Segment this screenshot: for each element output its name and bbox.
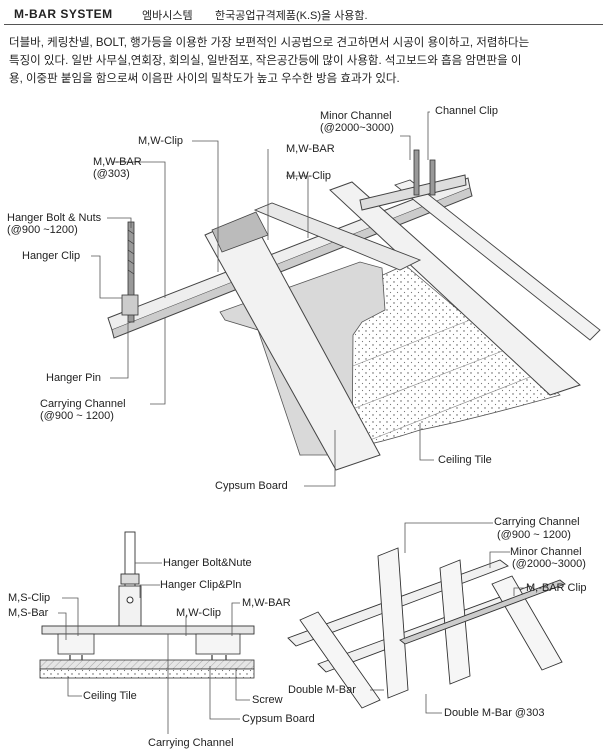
- leader-grid-double-mbar-spacing: [425, 694, 442, 714]
- grid-diagram: Carrying Channel (@900 ~ 1200) Minor Cha…: [287, 516, 587, 719]
- section-diagram: Hanger Bolt&Nute Hanger Clip&Pln M,S-Cli…: [8, 531, 315, 749]
- section-hanger-nut: [120, 573, 140, 585]
- label-mw-clip-mid: M,W-Clip: [286, 170, 331, 182]
- section-hanger-clip: [118, 585, 142, 627]
- label-section-hanger-bolt: Hanger Bolt&Nute: [163, 557, 252, 569]
- leader-gypsum-board: [304, 430, 336, 487]
- leader-minor-channel: [400, 135, 411, 160]
- label-grid-mbar-clip: M,-BAR Clip: [526, 582, 587, 594]
- label-minor-channel: Minor Channel: [320, 110, 392, 122]
- description-line-2: 특징이 있다. 일반 사무실,연회장, 회의실, 일반점포, 작은공간등에 많이…: [9, 55, 522, 67]
- section-ms-bar: [57, 633, 95, 655]
- mw-bar-far: [394, 179, 601, 341]
- leader-grid-carrying-channel: [404, 522, 493, 553]
- mw-bar-right: [329, 181, 581, 396]
- leader-section-screw: [235, 668, 250, 701]
- label-mw-bar-left: M,W-BAR: [93, 156, 142, 168]
- section-gypsum-board: [39, 659, 255, 670]
- label-section-ms-bar: M,S-Bar: [8, 607, 49, 619]
- leader-section-ms-bar: [58, 612, 67, 640]
- section-hanger-pin: [126, 596, 134, 604]
- label-section-ceiling-tile: Ceiling Tile: [83, 690, 137, 702]
- section-mw-bar: [195, 633, 241, 655]
- label-section-ms-clip: M,S-Clip: [8, 592, 50, 604]
- grid-minor-channel: [399, 579, 566, 645]
- label-hanger-bolt: Hanger Bolt & Nuts: [7, 212, 102, 224]
- label-section-mw-clip: M,W-Clip: [176, 607, 221, 619]
- leader-hanger-pin: [110, 318, 129, 379]
- label-gypsum-board: Cypsum Board: [215, 480, 288, 492]
- leader-channel-clip: [427, 111, 430, 160]
- section-carrying-channel: [41, 625, 255, 635]
- hanger-clip: [121, 294, 139, 316]
- label-mw-bar-mid: M,W-BAR: [286, 143, 335, 155]
- channel-clip-bolt: [413, 149, 420, 196]
- label-hanger-clip: Hanger Clip: [22, 250, 80, 262]
- hanger-bolt-thread: [127, 229, 135, 275]
- label-minor-channel-spacing: (@2000~3000): [320, 122, 394, 134]
- label-hanger-pin: Hanger Pin: [46, 372, 101, 384]
- leader-carrying-channel: [150, 318, 166, 405]
- section-leaders: [58, 562, 250, 734]
- leader-mw-clip-mid: [286, 175, 309, 238]
- leader-section-gypsum-board: [209, 666, 240, 720]
- label-hanger-bolt-spacing: (@900 ~1200): [7, 224, 78, 236]
- header: M-BAR SYSTEM 엠바시스템 한국공업규격제품(K.S)을 사용함.: [0, 4, 603, 25]
- ks-note: 한국공업규격제품(K.S)을 사용함.: [215, 10, 368, 22]
- label-section-hanger-clip: Hanger Clip&Pln: [160, 579, 241, 591]
- label-section-mw-bar: M,W-BAR: [242, 597, 291, 609]
- ceiling-tile-seam: [329, 319, 536, 441]
- label-grid-minor-channel: Minor Channel: [510, 546, 582, 558]
- system-subtitle: 엠바시스템: [142, 10, 193, 22]
- leader-grid-minor-channel: [489, 551, 510, 568]
- main-diagram: Minor Channel (@2000~3000) Channel Clip …: [7, 105, 601, 492]
- label-grid-carrying-channel: Carrying Channel: [494, 516, 580, 528]
- leader-mw-bar-left: [112, 161, 166, 298]
- grid-leaders: [370, 522, 524, 714]
- grid-double-mbar-1: [377, 547, 409, 699]
- leader-grid-mbar-clip: [513, 587, 524, 596]
- leader-section-mw-bar: [231, 602, 240, 636]
- label-grid-double-mbar: Double M-Bar: [288, 684, 356, 696]
- mw-bar-mid: [253, 202, 422, 271]
- label-channel-clip: Channel Clip: [435, 105, 498, 117]
- description: 더블바, 케링찬넬, BOLT, 행가등을 이용한 가장 보편적인 시공법으로 …: [9, 34, 605, 88]
- leader-section-ms-clip: [62, 597, 79, 636]
- description-line-1: 더블바, 케링찬넬, BOLT, 행가등을 이용한 가장 보편적인 시공법으로 …: [9, 37, 530, 49]
- label-section-screw: Screw: [252, 694, 283, 706]
- header-divider: [4, 24, 603, 25]
- leader-section-hanger-clip: [139, 584, 160, 598]
- label-grid-double-mbar-spacing: Double M-Bar @303: [444, 707, 544, 719]
- section-ceiling-tile: [39, 668, 255, 679]
- leader-section-ceiling-tile: [67, 676, 82, 697]
- label-mw-clip-top: M,W-Clip: [138, 135, 183, 147]
- leader-mw-clip-top: [192, 140, 219, 272]
- label-carrying-channel-spacing: (@900 ~ 1200): [40, 410, 114, 422]
- label-section-gypsum-board: Cypsum Board: [242, 713, 315, 725]
- leader-hanger-clip: [91, 255, 122, 299]
- system-title: M-BAR SYSTEM: [14, 7, 113, 21]
- label-carrying-channel: Carrying Channel: [40, 398, 126, 410]
- label-section-carrying-channel: Carrying Channel: [148, 737, 234, 749]
- grid-double-mbar-4: [299, 611, 381, 709]
- channel-clip-bolt-2: [429, 159, 436, 196]
- main-leaders: [91, 111, 434, 487]
- leader-hanger-bolt: [107, 217, 132, 228]
- description-line-3: 용, 이중판 붙임을 함으로써 이음판 사이의 밀착도가 높고 우수한 방음 효…: [9, 73, 400, 85]
- label-ceiling-tile: Ceiling Tile: [438, 454, 492, 466]
- label-mw-bar-left-spacing: (@303): [93, 168, 130, 180]
- leader-ceiling-tile: [419, 423, 434, 461]
- label-grid-carrying-channel-spacing: (@900 ~ 1200): [497, 529, 571, 541]
- label-grid-minor-channel-spacing: (@2000~3000): [512, 558, 586, 570]
